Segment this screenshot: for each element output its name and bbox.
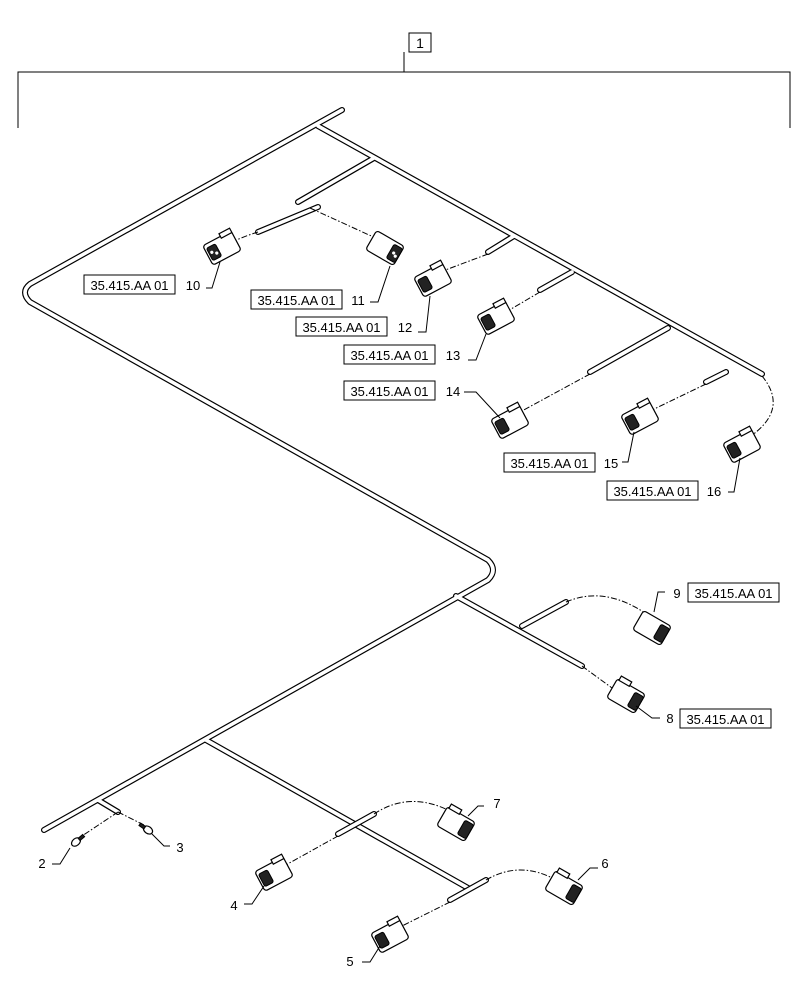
callout-12: 35.415.AA 01 12 — [295, 316, 412, 337]
wire-inner — [23, 108, 764, 890]
ref-label: 35.415.AA 01 — [350, 384, 428, 399]
item-number: 15 — [604, 456, 618, 471]
callout-6: 6 — [601, 856, 608, 871]
item-number: 12 — [398, 320, 412, 335]
harness-connector-icon — [491, 401, 529, 439]
callout-10: 35.415.AA 01 10 — [83, 274, 200, 295]
ref-label: 35.415.AA 01 — [694, 586, 772, 601]
callout-8: 8 35.415.AA 01 — [666, 708, 772, 729]
item-number: 4 — [230, 898, 237, 913]
item-number: 5 — [346, 954, 353, 969]
callout-14: 35.415.AA 01 14 — [343, 380, 460, 401]
harness-connector-icon — [633, 610, 671, 646]
item-number: 13 — [446, 348, 460, 363]
item-number: 10 — [186, 278, 200, 293]
item-number: 11 — [351, 293, 365, 308]
callout-11: 35.415.AA 01 11 — [250, 289, 365, 310]
item-number: 3 — [176, 840, 183, 855]
harness-wires — [22, 107, 765, 903]
ref-label: 35.415.AA 01 — [613, 484, 691, 499]
dashed-leads — [81, 207, 774, 929]
harness-connector-icon — [371, 915, 409, 953]
callout-9: 9 35.415.AA 01 — [673, 582, 780, 603]
harness-connector-icon — [366, 230, 404, 266]
harness-connector-icon — [414, 259, 452, 297]
wire-stubs — [255, 204, 729, 903]
ref-label: 35.415.AA 01 — [350, 348, 428, 363]
harness-connector-icon — [437, 803, 475, 842]
item-number: 6 — [601, 856, 608, 871]
ring-terminal-icon — [70, 833, 86, 847]
ring-terminal-icon — [138, 822, 154, 835]
callout-4: 4 — [230, 898, 237, 913]
ref-label: 35.415.AA 01 — [257, 293, 335, 308]
callout-16: 35.415.AA 01 16 — [606, 480, 721, 501]
ref-label: 35.415.AA 01 — [686, 712, 764, 727]
connectors — [70, 227, 761, 953]
ref-label: 35.415.AA 01 — [510, 456, 588, 471]
callout-3: 3 — [176, 840, 183, 855]
callouts: 35.415.AA 01 10 35.415.AA 01 11 35.415.AA … — [38, 274, 780, 969]
item-number: 7 — [493, 796, 500, 811]
item-number: 2 — [38, 856, 45, 871]
harness-connector-icon — [477, 297, 515, 335]
callout-leaders — [52, 261, 741, 963]
item-number: 8 — [666, 711, 673, 726]
harness-connector-icon — [621, 397, 659, 435]
harness-connector-icon — [255, 853, 293, 891]
assembly-bracket: 1 — [17, 32, 791, 128]
callout-7: 7 — [493, 796, 500, 811]
item-number: 16 — [707, 484, 721, 499]
callout-13: 35.415.AA 01 13 — [343, 344, 460, 365]
ref-label: 35.415.AA 01 — [90, 278, 168, 293]
callout-15: 35.415.AA 01 15 — [503, 452, 618, 473]
ref-label: 35.415.AA 01 — [302, 320, 380, 335]
item-number: 9 — [673, 586, 680, 601]
callout-5: 5 — [346, 954, 353, 969]
item-number: 14 — [446, 384, 460, 399]
harness-connector-icon — [607, 675, 645, 714]
harness-connector-icon — [545, 867, 583, 906]
harness-connector-icon — [723, 425, 761, 463]
assembly-number: 1 — [416, 35, 424, 51]
harness-connector-icon — [203, 227, 241, 265]
callout-2: 2 — [38, 856, 45, 871]
